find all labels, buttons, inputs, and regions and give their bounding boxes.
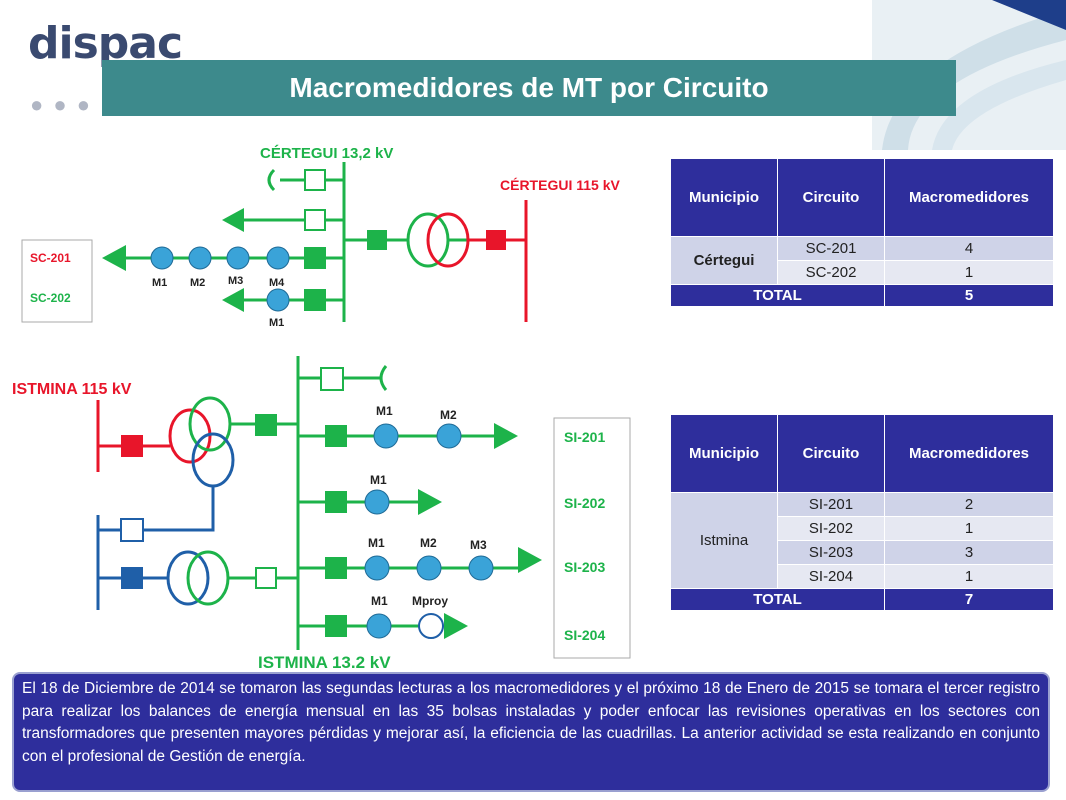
sc201-meter-3-label: M3 bbox=[228, 275, 243, 287]
legend-si-204: SI-204 bbox=[564, 627, 605, 643]
col-municipio: Municipio bbox=[670, 158, 778, 237]
total-value: 5 bbox=[884, 284, 1054, 307]
si203-meter-3-label: M3 bbox=[470, 538, 487, 552]
note-box: El 18 de Diciembre de 2014 se tomaron la… bbox=[12, 672, 1050, 792]
certegui-table: Municipio Circuito Macromedidores Cérteg… bbox=[670, 158, 1054, 307]
col-circuito: Circuito bbox=[777, 414, 885, 493]
count-cell: 2 bbox=[884, 492, 1054, 517]
col-macromedidores: Macromedidores bbox=[884, 158, 1054, 237]
si203-meter-1-label: M1 bbox=[368, 536, 385, 550]
sc201-meter-2-label: M2 bbox=[190, 277, 205, 289]
col-circuito: Circuito bbox=[777, 158, 885, 237]
istmina-mt-label: ISTMINA 13.2 kV bbox=[258, 653, 391, 672]
circuit-cell: SC-201 bbox=[777, 236, 885, 261]
si201-meter-1-label: M1 bbox=[376, 404, 393, 418]
col-municipio: Municipio bbox=[670, 414, 778, 493]
legend-si-203: SI-203 bbox=[564, 559, 605, 575]
istmina-at-label: ISTMINA 115 kV bbox=[12, 381, 132, 398]
circuit-cell: SI-202 bbox=[777, 516, 885, 541]
total-label: TOTAL bbox=[670, 284, 885, 307]
total-label: TOTAL bbox=[670, 588, 885, 611]
col-macromedidores: Macromedidores bbox=[884, 414, 1054, 493]
count-cell: 4 bbox=[884, 236, 1054, 261]
legend-sc-202: SC-202 bbox=[30, 291, 71, 305]
istmina-diagram: ISTMINA 115 kV ISTMINA 13.2 kV M1 M2 M1 … bbox=[8, 350, 636, 672]
count-cell: 1 bbox=[884, 260, 1054, 285]
certegui-at-label: CÉRTEGUI 115 kV bbox=[500, 177, 620, 193]
count-cell: 1 bbox=[884, 564, 1054, 589]
municipio-cell: Cértegui bbox=[670, 236, 778, 285]
si203-meter-2-label: M2 bbox=[420, 536, 437, 550]
municipio-cell: Istmina bbox=[670, 492, 778, 589]
circuit-cell: SI-203 bbox=[777, 540, 885, 565]
count-cell: 3 bbox=[884, 540, 1054, 565]
circuit-cell: SI-204 bbox=[777, 564, 885, 589]
count-cell: 1 bbox=[884, 516, 1054, 541]
sc202-meter-1-label: M1 bbox=[269, 317, 284, 329]
legend-si-201: SI-201 bbox=[564, 429, 605, 445]
sc201-meter-4-label: M4 bbox=[269, 277, 285, 289]
si202-meter-1-label: M1 bbox=[370, 473, 387, 487]
si201-meter-2-label: M2 bbox=[440, 408, 457, 422]
istmina-table: Municipio Circuito Macromedidores Istmin… bbox=[670, 414, 1054, 611]
certegui-diagram: CÉRTEGUI 13,2 kV CÉRTEGUI 115 kV M1 M2 M… bbox=[12, 138, 640, 334]
page-title: Macromedidores de MT por Circuito bbox=[102, 60, 956, 116]
circuit-cell: SC-202 bbox=[777, 260, 885, 285]
total-value: 7 bbox=[884, 588, 1054, 611]
circuit-cell: SI-201 bbox=[777, 492, 885, 517]
legend-sc-201: SC-201 bbox=[30, 251, 71, 265]
si204-meter-proj-label: Mproy bbox=[412, 594, 448, 608]
si204-meter-1-label: M1 bbox=[371, 594, 388, 608]
certegui-mt-label: CÉRTEGUI 13,2 kV bbox=[260, 145, 393, 162]
legend-si-202: SI-202 bbox=[564, 495, 605, 511]
sc201-meter-1-label: M1 bbox=[152, 277, 167, 289]
